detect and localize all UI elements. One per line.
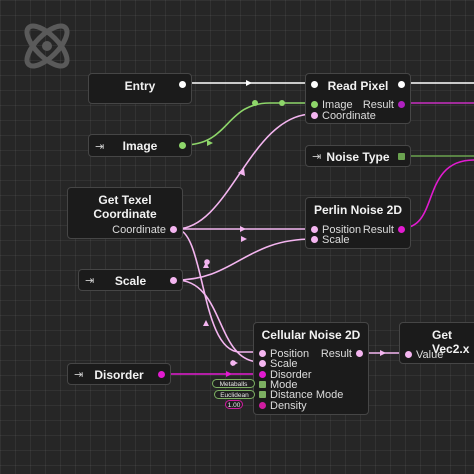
coordinate-output-label: Coordinate [112,224,166,236]
density-input-label: Density [270,400,307,412]
result-output-port[interactable] [398,101,405,108]
mode-input-port[interactable] [259,381,266,388]
perlin-noise-2d-node[interactable]: Perlin Noise 2D Position Scale Result [305,197,411,249]
result-output-label: Result [362,99,394,111]
distance-mode-input-label: Distance Mode [270,389,344,401]
coordinate-output-port[interactable] [170,226,177,233]
wire-knots [204,100,285,366]
distance-mode-value-badge[interactable]: Euclidean [214,390,255,399]
distance-mode-input-port[interactable] [259,391,266,398]
input-icon: ⇥ [85,275,95,287]
position-input-label: Position [270,348,310,360]
disorder-input-label: Disorder [270,369,312,381]
mode-value-badge[interactable]: Metaballs [212,379,255,388]
node-title: Noise Type [326,150,390,164]
node-title: Disorder [94,368,144,382]
wire-scale-perlin [175,238,314,281]
wire-perlin-result [401,159,474,229]
noise-type-input-node[interactable]: ⇥ Noise Type [305,145,411,167]
input-icon: ⇥ [95,141,105,153]
density-value-badge[interactable]: 1.00 [225,400,243,409]
node-title: Cellular Noise 2D [261,328,361,342]
wire-coord-read-pixel [175,113,314,230]
get-vec2-x-node[interactable]: Get Vec2.x Value [399,322,474,364]
scale-input-port[interactable] [311,236,318,243]
position-input-port[interactable] [259,350,266,357]
entry-node[interactable]: Entry [88,73,192,104]
input-icon: ⇥ [312,151,322,163]
node-title: Get Vec2.x [432,328,470,356]
node-title: Image [122,139,158,153]
mode-input-label: Mode [270,379,298,391]
node-title: Perlin Noise 2D [313,203,403,217]
node-title: Get Texel Coordinate [93,193,157,221]
image-input-label: Image [322,99,353,111]
scale-input-label: Scale [322,234,350,246]
position-input-port[interactable] [311,226,318,233]
exec-out-port[interactable] [179,81,186,88]
exec-out-port[interactable] [398,81,405,88]
read-pixel-node[interactable]: Read Pixel Image Coordinate Result [305,73,411,124]
image-input-node[interactable]: ⇥ Image [88,134,192,157]
result-output-label: Result [362,224,394,236]
result-output-label: Result [320,348,352,360]
disorder-output-port[interactable] [158,371,165,378]
disorder-input-node[interactable]: ⇥ Disorder [67,363,171,385]
disorder-input-port[interactable] [259,371,266,378]
position-input-label: Position [322,224,362,236]
scale-input-node[interactable]: ⇥ Scale [78,269,183,291]
input-icon: ⇥ [74,369,84,381]
scale-input-label: Scale [270,358,298,370]
atom-logo-icon [24,23,70,69]
result-output-port[interactable] [356,350,363,357]
density-input-port[interactable] [259,402,266,409]
node-title: Read Pixel [327,79,389,93]
coordinate-input-label: Coordinate [322,110,376,122]
result-output-port[interactable] [398,226,405,233]
value-input-port[interactable] [405,351,412,358]
wire-scale-cellular [175,279,261,363]
wire-coord-cellular [175,228,260,353]
image-output-port[interactable] [179,142,186,149]
node-title: Scale [114,274,147,288]
value-input-label: Value [416,349,444,361]
scale-output-port[interactable] [170,277,177,284]
noise-type-output-port[interactable] [398,153,405,160]
get-texel-coordinate-node[interactable]: Get Texel Coordinate Coordinate [67,187,183,239]
scale-input-port[interactable] [259,360,266,367]
coordinate-input-port[interactable] [311,112,318,119]
cellular-noise-2d-node[interactable]: Cellular Noise 2D Position Scale Disorde… [253,322,369,415]
node-title: Entry [124,79,156,93]
exec-in-port[interactable] [311,81,318,88]
image-input-port[interactable] [311,101,318,108]
wire-image-to-read-pixel [183,102,313,146]
